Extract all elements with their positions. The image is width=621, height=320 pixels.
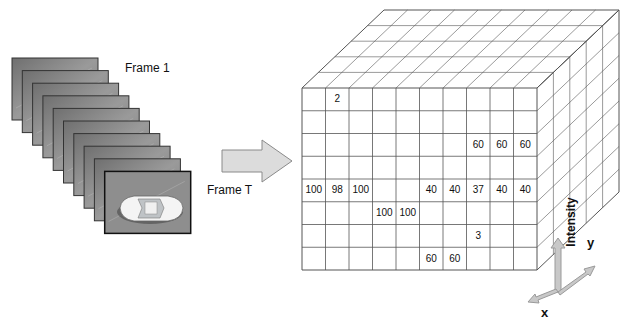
- frame-label: Frame 1: [125, 62, 170, 74]
- pixel-cube: [302, 10, 619, 270]
- axis-label: y: [587, 236, 594, 249]
- grid-line: [318, 72, 553, 73]
- process-arrow: [222, 140, 292, 182]
- grid-line: [602, 26, 603, 208]
- table-cell: 2: [326, 94, 350, 104]
- grid-line: [368, 25, 603, 26]
- grid-line: [537, 56, 619, 134]
- grid-line: [302, 110, 537, 111]
- axes: [528, 238, 595, 303]
- grid-line: [302, 270, 537, 271]
- grid-line: [537, 169, 619, 247]
- grid-line: [467, 10, 549, 88]
- table-cell: 60: [443, 254, 467, 264]
- table-cell: 60: [467, 140, 491, 150]
- table-cell: 60: [420, 254, 444, 264]
- grid-line: [335, 56, 570, 57]
- axis-label: Intensity: [565, 197, 577, 246]
- table-cell: 100: [349, 185, 373, 195]
- axis-label: x: [541, 306, 548, 319]
- grid-line: [302, 156, 537, 157]
- table-cell: 60: [514, 140, 538, 150]
- grid-line: [537, 124, 619, 202]
- car: [117, 196, 183, 224]
- grid-line: [302, 133, 537, 134]
- video-frame: [105, 171, 191, 233]
- grid-line: [537, 10, 619, 88]
- grid-line: [537, 192, 619, 270]
- grid-line: [396, 10, 478, 88]
- table-cell: 100: [373, 208, 397, 218]
- grid-line: [537, 10, 619, 88]
- grid-line: [349, 10, 431, 88]
- grid-line: [586, 41, 587, 223]
- grid-line: [302, 201, 537, 202]
- grid-line: [443, 10, 525, 88]
- grid-line: [537, 147, 619, 225]
- grid-line: [420, 10, 502, 88]
- frame-label: Frame T: [207, 184, 252, 196]
- grid-line: [351, 41, 586, 42]
- table-cell: 3: [467, 231, 491, 241]
- grid-line: [619, 10, 620, 192]
- grid-line: [537, 101, 619, 179]
- grid-line: [302, 10, 384, 88]
- grid-line: [553, 72, 554, 254]
- table-cell: 40: [490, 185, 514, 195]
- grid-line: [537, 78, 619, 156]
- table-cell: 100: [396, 208, 420, 218]
- table-cell: 60: [490, 140, 514, 150]
- grid-line: [326, 10, 408, 88]
- table-cell: 37: [467, 185, 491, 195]
- grid-line: [490, 10, 572, 88]
- table-cell: 98: [326, 185, 350, 195]
- table-cell: 40: [420, 185, 444, 195]
- grid-line: [373, 10, 455, 88]
- grid-line: [537, 33, 619, 111]
- frame-stack: [12, 58, 191, 233]
- table-cell: 100: [302, 185, 326, 195]
- grid-line: [514, 10, 596, 88]
- table-cell: 40: [514, 185, 538, 195]
- grid-line: [302, 224, 537, 225]
- table-cell: 40: [443, 185, 467, 195]
- grid-line: [302, 179, 537, 180]
- grid-line: [384, 10, 619, 11]
- grid-line: [302, 247, 537, 248]
